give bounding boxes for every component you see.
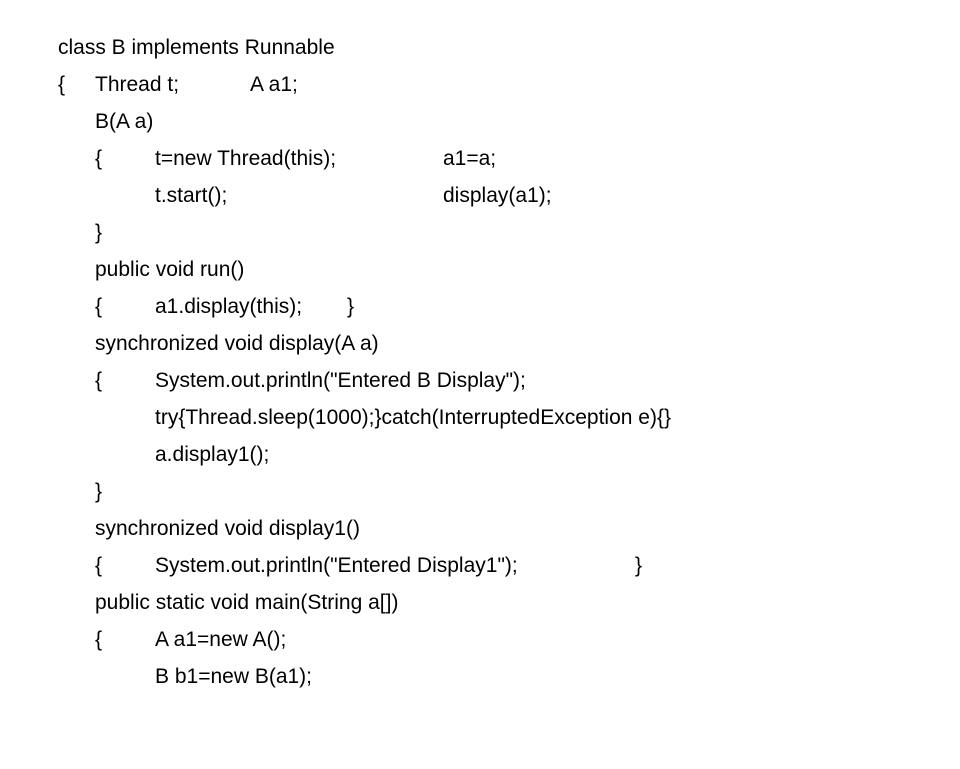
code-text: { [95,147,103,170]
code-line: public static void main(String a[]) [0,584,960,621]
code-text: { [58,73,66,96]
code-line: } [0,473,960,510]
code-line: synchronized void display1() [0,510,960,547]
code-text: { [95,295,103,318]
code-text: t=new Thread(this); [155,147,337,170]
code-text: class B implements Runnable [58,36,335,59]
code-text: A a1; [250,73,298,96]
code-text: } [95,221,103,244]
code-line: synchronized void display(A a) [0,325,960,362]
code-text: B b1=new B(a1); [155,665,313,688]
code-text: a1=a; [443,147,497,170]
code-line: a.display1(); [0,436,960,473]
code-text: t.start(); [155,184,228,207]
code-text: public void run() [95,258,245,281]
code-text: } [95,480,103,503]
code-line: try{Thread.sleep(1000);}catch(Interrupte… [0,399,960,436]
code-text: A a1=new A(); [155,628,287,651]
code-line: B(A a) [0,103,960,140]
code-line: } [0,214,960,251]
code-line: { a1.display(this); } [0,288,960,325]
code-text: a.display1(); [155,443,270,466]
code-block: class B implements Runnable { Thread t; … [0,29,960,695]
code-text: { [95,369,103,392]
code-text: Thread t; [95,73,180,96]
code-line: public void run() [0,251,960,288]
code-text: { [95,554,103,577]
slide: class B implements Runnable { Thread t; … [0,29,960,695]
code-text: System.out.println("Entered B Display"); [155,369,526,392]
code-line: { System.out.println("Entered Display1")… [0,547,960,584]
code-line: { System.out.println("Entered B Display"… [0,362,960,399]
code-text: public static void main(String a[]) [95,591,399,614]
code-text: B(A a) [95,110,154,133]
code-text: System.out.println("Entered Display1"); [155,554,518,577]
code-text: display(a1); [443,184,552,207]
code-text: { [95,628,103,651]
code-text: } [635,554,643,577]
code-line: B b1=new B(a1); [0,658,960,695]
code-line: { Thread t; A a1; [0,66,960,103]
code-line: { t=new Thread(this); a1=a; [0,140,960,177]
code-text: try{Thread.sleep(1000);}catch(Interrupte… [155,406,671,429]
code-line: { A a1=new A(); [0,621,960,658]
code-line: t.start(); display(a1); [0,177,960,214]
code-line: class B implements Runnable [0,29,960,66]
code-text: a1.display(this); [155,295,303,318]
code-text: } [347,295,355,318]
code-text: synchronized void display(A a) [95,332,379,355]
code-text: synchronized void display1() [95,517,360,540]
